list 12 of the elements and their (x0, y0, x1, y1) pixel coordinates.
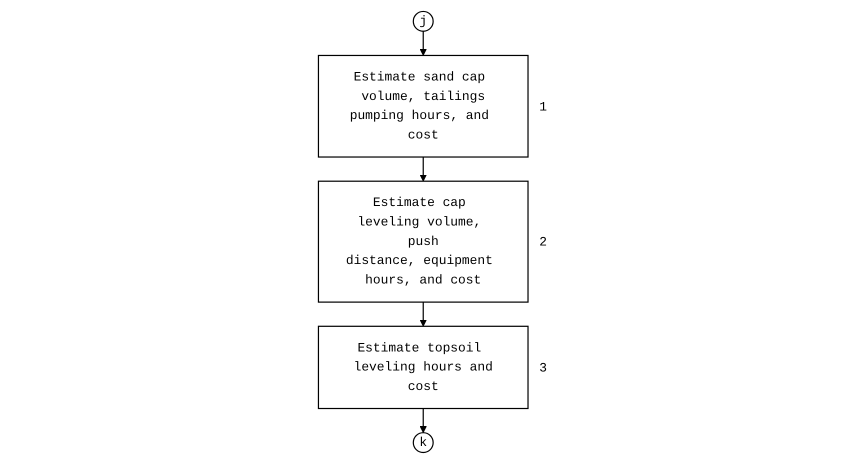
arrow (419, 31, 426, 56)
node-box: Estimate topsoil leveling hours and cost (317, 326, 528, 410)
step-number: 2 (538, 234, 547, 250)
arrow (419, 157, 426, 182)
arrow (419, 408, 426, 434)
step-number: 1 (538, 99, 547, 114)
step-number: 3 (538, 360, 547, 376)
arrow (419, 302, 426, 327)
node-circle: k (412, 432, 434, 454)
node-box: Estimate sand cap volume, tailings pumping hours, and cost (317, 54, 528, 158)
node-circle: j (412, 10, 434, 32)
node-box: Estimate cap leveling volume, push distance, equipment hours, and cost (317, 180, 528, 303)
